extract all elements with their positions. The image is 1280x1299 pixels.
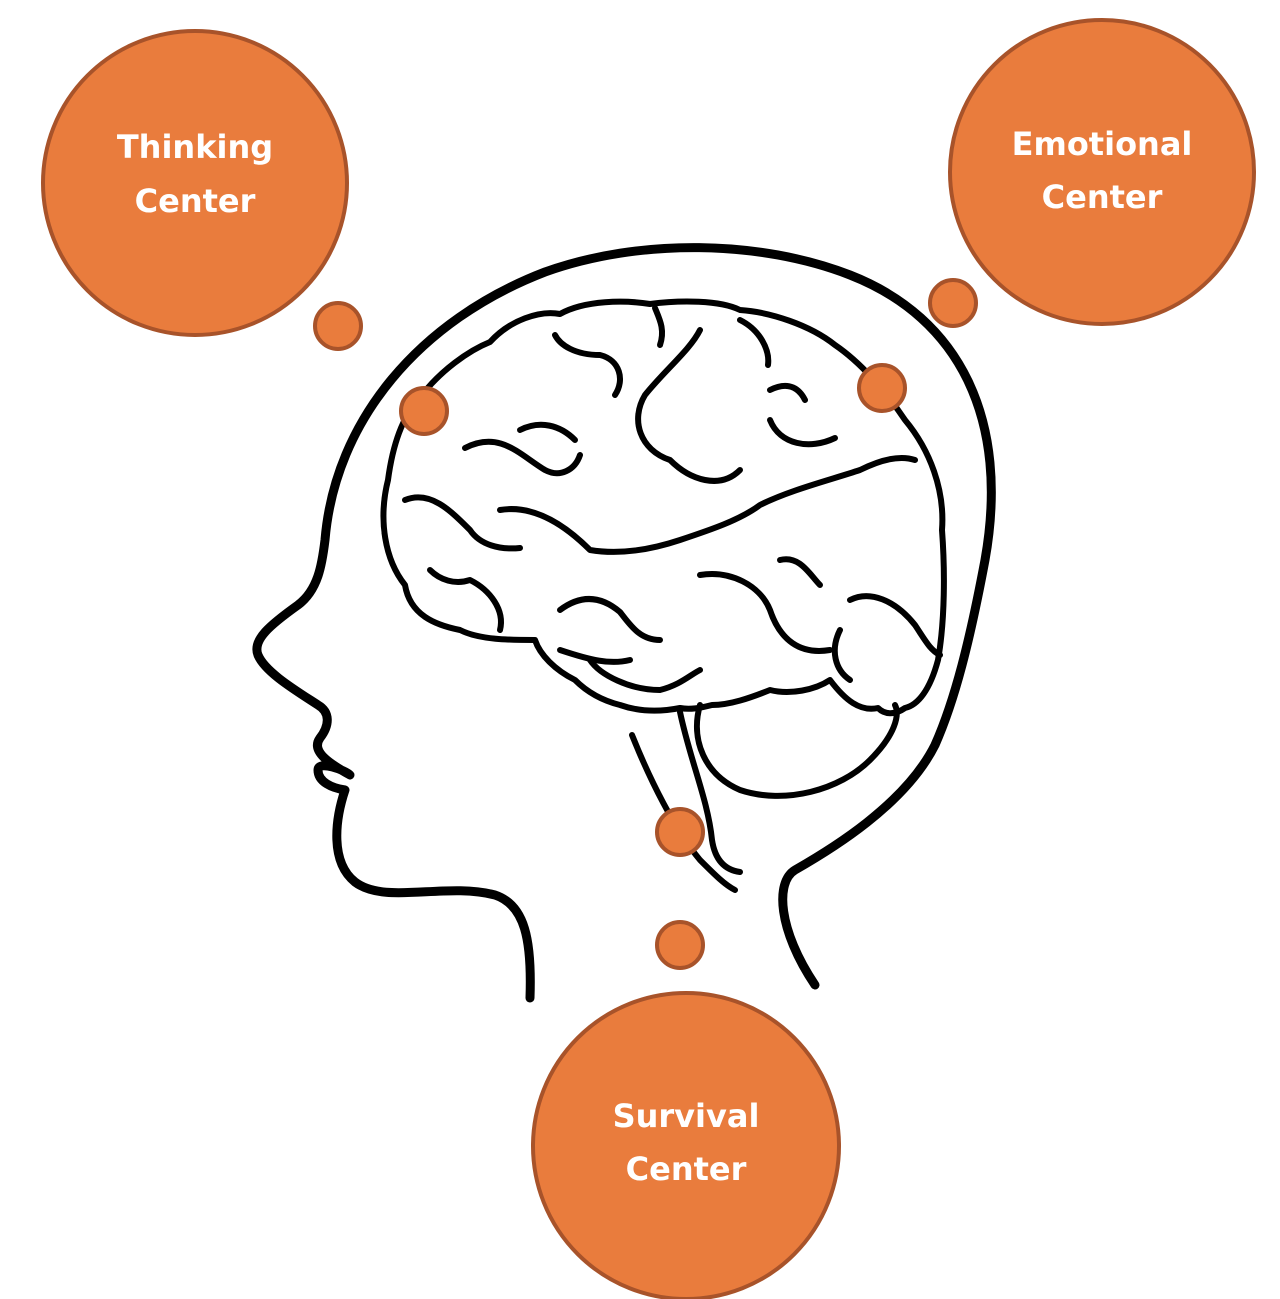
head-profile-outline: [252, 243, 996, 1003]
brain-fold-18: [587, 657, 703, 693]
thinking-center-label-line2: Center: [135, 182, 256, 220]
emotional-connector-dot-outer: [928, 278, 978, 328]
thinking-center-label-line1: Thinking: [117, 128, 273, 166]
brain-fold-12: [557, 647, 633, 665]
survival-center-label-line1: Survival: [613, 1097, 760, 1135]
brain-fold-10: [497, 455, 918, 555]
brain-fold-1: [402, 494, 523, 552]
brain-fold-7: [737, 317, 772, 368]
brain-fold-11: [557, 596, 663, 643]
thinking-center-circle: [41, 29, 349, 337]
survival-connector-dot-inner: [655, 807, 705, 857]
thinking-connector-dot-outer: [313, 301, 363, 351]
brain-outline: [380, 298, 947, 717]
thinking-connector-dot-inner: [399, 386, 449, 436]
brain-fold-13: [697, 571, 833, 654]
brain-stem-back: [677, 709, 743, 875]
brain-fold-5: [652, 305, 666, 348]
survival-center-circle: [531, 991, 841, 1299]
emotional-center-bubble: Emotional Center: [948, 18, 1256, 326]
survival-connector-dot-outer: [655, 920, 705, 970]
emotional-connector-dot-inner: [857, 363, 907, 413]
survival-center-label-line2: Center: [626, 1150, 747, 1188]
brain-fold-3: [517, 421, 578, 443]
brain-fold-16: [831, 627, 853, 683]
cerebellum: [693, 702, 900, 799]
brain-fold-8: [767, 382, 808, 403]
brain-fold-14: [777, 556, 823, 588]
brain-illustration: [380, 298, 947, 893]
brain-fold-15: [847, 593, 943, 658]
brain-fold-2: [462, 438, 583, 477]
emotional-center-circle: [948, 18, 1256, 326]
survival-center-bubble: Survival Center: [531, 991, 841, 1299]
brain-fold-6: [635, 327, 743, 484]
emotional-center-label-line1: Emotional: [1012, 125, 1193, 163]
brain-fold-4: [552, 332, 623, 398]
brain-fold-17: [427, 567, 504, 633]
thinking-center-bubble: Thinking Center: [41, 29, 349, 337]
brain-fold-9: [767, 417, 838, 448]
emotional-center-label-line2: Center: [1042, 178, 1163, 216]
